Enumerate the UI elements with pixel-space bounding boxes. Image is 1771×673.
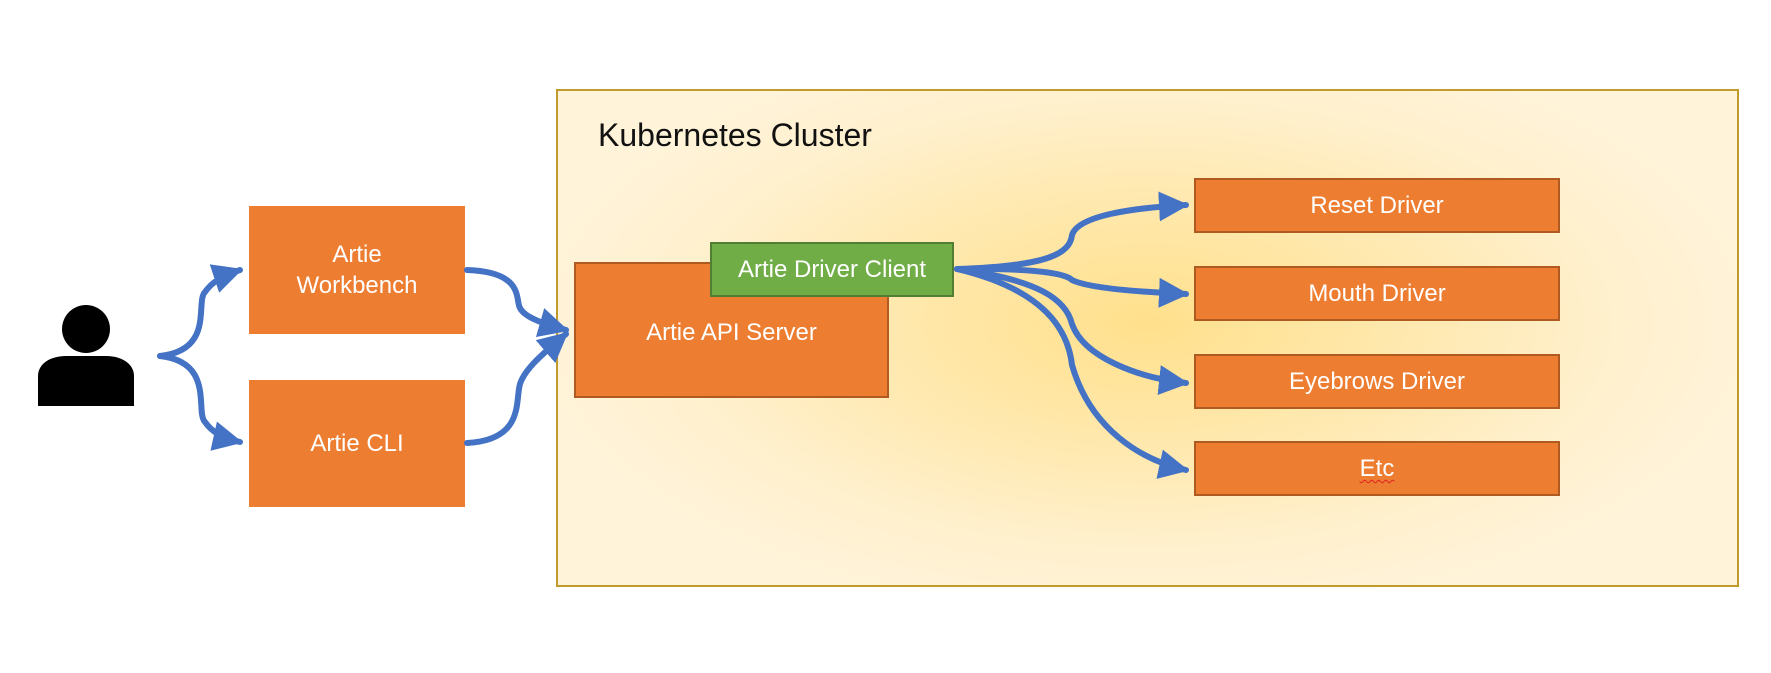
arrow-to-eyebrows-driver <box>954 266 1189 395</box>
arrow-to-mouth-driver <box>954 265 1189 308</box>
artie-workbench-box: Artie Workbench <box>249 206 465 334</box>
artie-api-server-label: Artie API Server <box>646 319 817 347</box>
artie-driver-client-label: Artie Driver Client <box>737 255 927 283</box>
arrow-user-to-workbench <box>157 264 243 359</box>
artie-workbench-label: Artie Workbench <box>296 240 418 299</box>
reset-driver-box: Reset Driver <box>1194 178 1560 233</box>
eyebrows-driver-label: Eyebrows Driver <box>1288 367 1466 395</box>
artie-cli-label: Artie CLI <box>310 429 404 457</box>
etc-driver-label: Etc <box>1359 454 1395 482</box>
etc-driver-box: Etc <box>1194 441 1560 496</box>
arrow-to-reset-driver <box>954 191 1189 272</box>
arrow-workbench-to-api <box>464 267 569 338</box>
eyebrows-driver-box: Eyebrows Driver <box>1194 354 1560 409</box>
artie-driver-client-box: Artie Driver Client <box>710 242 954 297</box>
mouth-driver-label: Mouth Driver <box>1308 279 1446 307</box>
arrow-cli-to-api <box>464 331 569 446</box>
arrow-user-to-cli <box>157 353 243 451</box>
arrow-to-etc-driver <box>954 266 1189 479</box>
mouth-driver-box: Mouth Driver <box>1194 266 1560 321</box>
cluster-title: Kubernetes Cluster <box>598 117 872 153</box>
reset-driver-label: Reset Driver <box>1310 191 1444 219</box>
artie-cli-box: Artie CLI <box>249 380 465 507</box>
